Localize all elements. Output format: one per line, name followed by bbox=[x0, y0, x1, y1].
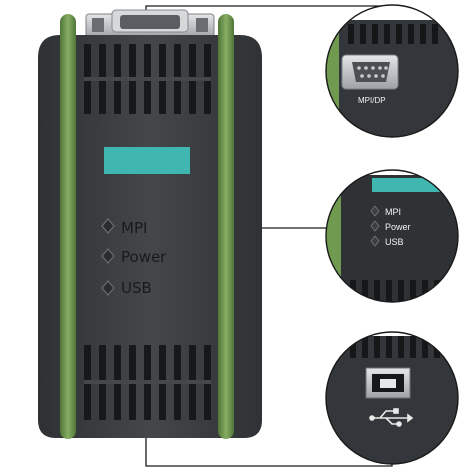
zoom-led-label-usb: USB bbox=[385, 237, 404, 247]
db9-connector bbox=[85, 9, 215, 39]
usb-trident-icon bbox=[369, 408, 414, 427]
indicator-label-usb: USB bbox=[121, 279, 152, 297]
left-bumper bbox=[60, 14, 76, 439]
usb-b-port bbox=[365, 367, 411, 399]
zoom-callout-leds: MPI Power USB bbox=[325, 169, 459, 303]
indicator-label-power: Power bbox=[121, 248, 167, 266]
led-indicators bbox=[101, 218, 115, 296]
display-window bbox=[104, 147, 190, 174]
right-bumper bbox=[218, 14, 234, 439]
port-label: MPI/DP bbox=[358, 96, 386, 105]
adapter-body bbox=[38, 14, 262, 439]
zoom-led-label-mpi: MPI bbox=[385, 207, 401, 217]
indicator-label-mpi: MPI bbox=[121, 219, 147, 237]
zoom-callout-usb bbox=[325, 331, 459, 465]
zoom-led-label-power: Power bbox=[385, 222, 411, 232]
zoom-callout-port: MPI/DP bbox=[325, 4, 459, 138]
